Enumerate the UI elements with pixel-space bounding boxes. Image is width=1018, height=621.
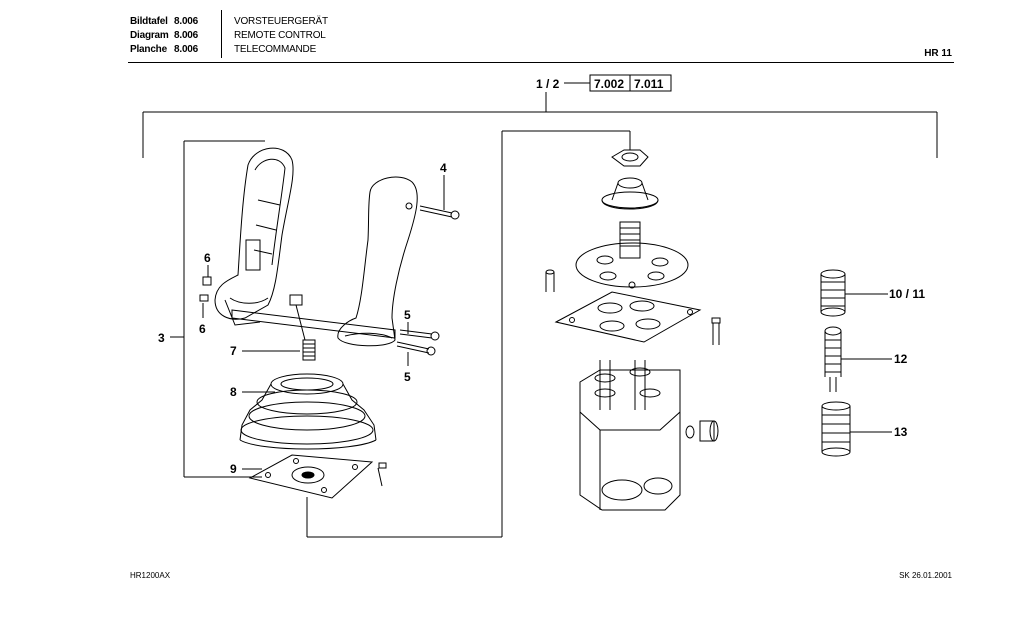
connector-bracket: [306, 130, 631, 538]
clip-part-6b: [199, 294, 209, 302]
assembly-label: 1 / 2: [536, 77, 560, 91]
plunger-assembly: [619, 221, 641, 259]
callout-5b: 5: [404, 370, 411, 384]
rubber-boot-part-8: [239, 373, 377, 450]
shaft-plate: [224, 294, 396, 341]
callout-10-11: 10 / 11: [889, 287, 925, 301]
assembly-ref-box-2: [629, 74, 672, 92]
page-code: HR 11: [924, 48, 952, 59]
joystick-grip-right: [337, 176, 418, 347]
spring-part-12: [824, 326, 842, 392]
callout-leaders-left: [202, 175, 445, 470]
assembly-ref-1: 7.002: [594, 77, 624, 91]
nut-top: [611, 149, 649, 167]
header-number-fr: 8.006: [174, 44, 199, 55]
joystick-grip-left: [214, 147, 294, 320]
header-number-de: 8.006: [174, 16, 199, 27]
screw-part-4: [419, 205, 460, 220]
mounting-plate-part-9: [248, 454, 387, 499]
callout-8: 8: [230, 385, 237, 399]
handle-group-bracket: [170, 140, 265, 478]
callout-13: 13: [894, 425, 908, 439]
bellows-cap: [601, 177, 659, 210]
drawing-code: HR1200AX: [130, 571, 171, 580]
header-rule: [128, 62, 954, 63]
callout-3: 3: [158, 331, 165, 345]
callout-6a: 6: [204, 251, 211, 265]
header-separator: [221, 10, 222, 58]
callout-leaders-right: [841, 293, 892, 433]
callout-4: 4: [440, 161, 447, 175]
assembly-bracket: [142, 92, 938, 158]
header-title-fr: TELECOMMANDE: [234, 44, 317, 55]
valve-body: [579, 360, 681, 511]
author-date: SK 26.01.2001: [899, 571, 952, 580]
header-title-de: VORSTEUERGERÄT: [234, 16, 328, 27]
callout-9: 9: [230, 462, 237, 476]
pin-left: [545, 269, 555, 292]
header-label-fr: Planche: [130, 44, 167, 55]
callout-12: 12: [894, 352, 908, 366]
callout-6b: 6: [199, 322, 206, 336]
gasket-plate: [554, 291, 702, 343]
header-number-en: 8.006: [174, 30, 199, 41]
callout-7: 7: [230, 344, 237, 358]
screw-part-5b: [396, 341, 436, 356]
valve-plate: [575, 242, 689, 289]
screw-valve: [711, 317, 721, 345]
callout-5a: 5: [404, 308, 411, 322]
spring-part-7: [302, 339, 316, 361]
screw-part-5a: [399, 329, 440, 341]
spring-part-13: [821, 401, 851, 457]
assembly-ref-2: 7.011: [634, 77, 664, 91]
header-label-de: Bildtafel: [130, 16, 168, 27]
header-label-en: Diagram: [130, 30, 169, 41]
spring-part-10-11: [820, 269, 846, 317]
clip-part-6a: [202, 276, 212, 286]
header-title-en: REMOTE CONTROL: [234, 30, 326, 41]
fitting-side: [685, 420, 719, 442]
